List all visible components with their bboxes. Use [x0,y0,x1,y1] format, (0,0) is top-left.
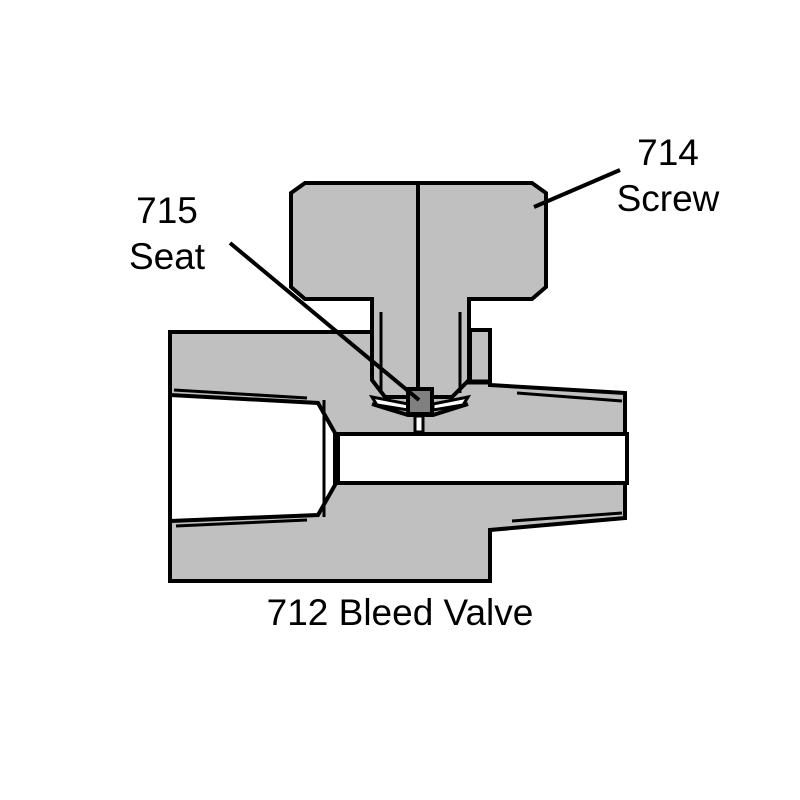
seat-leader-line [228,241,421,402]
screw-714 [289,181,548,417]
label-712-bleed-valve: 712 Bleed Valve [240,590,560,636]
screw-number: 714 [637,132,699,173]
label-714-screw: 714 Screw [604,130,732,222]
valve-caption: 712 Bleed Valve [266,592,534,633]
seat-number: 715 [136,190,198,231]
leader-lines [228,168,621,402]
screw-name: Screw [616,178,720,219]
seat-name: Seat [128,236,206,277]
valve-body [168,330,629,583]
label-715-seat: 715 Seat [116,188,218,280]
screw-leader-line [533,168,621,209]
